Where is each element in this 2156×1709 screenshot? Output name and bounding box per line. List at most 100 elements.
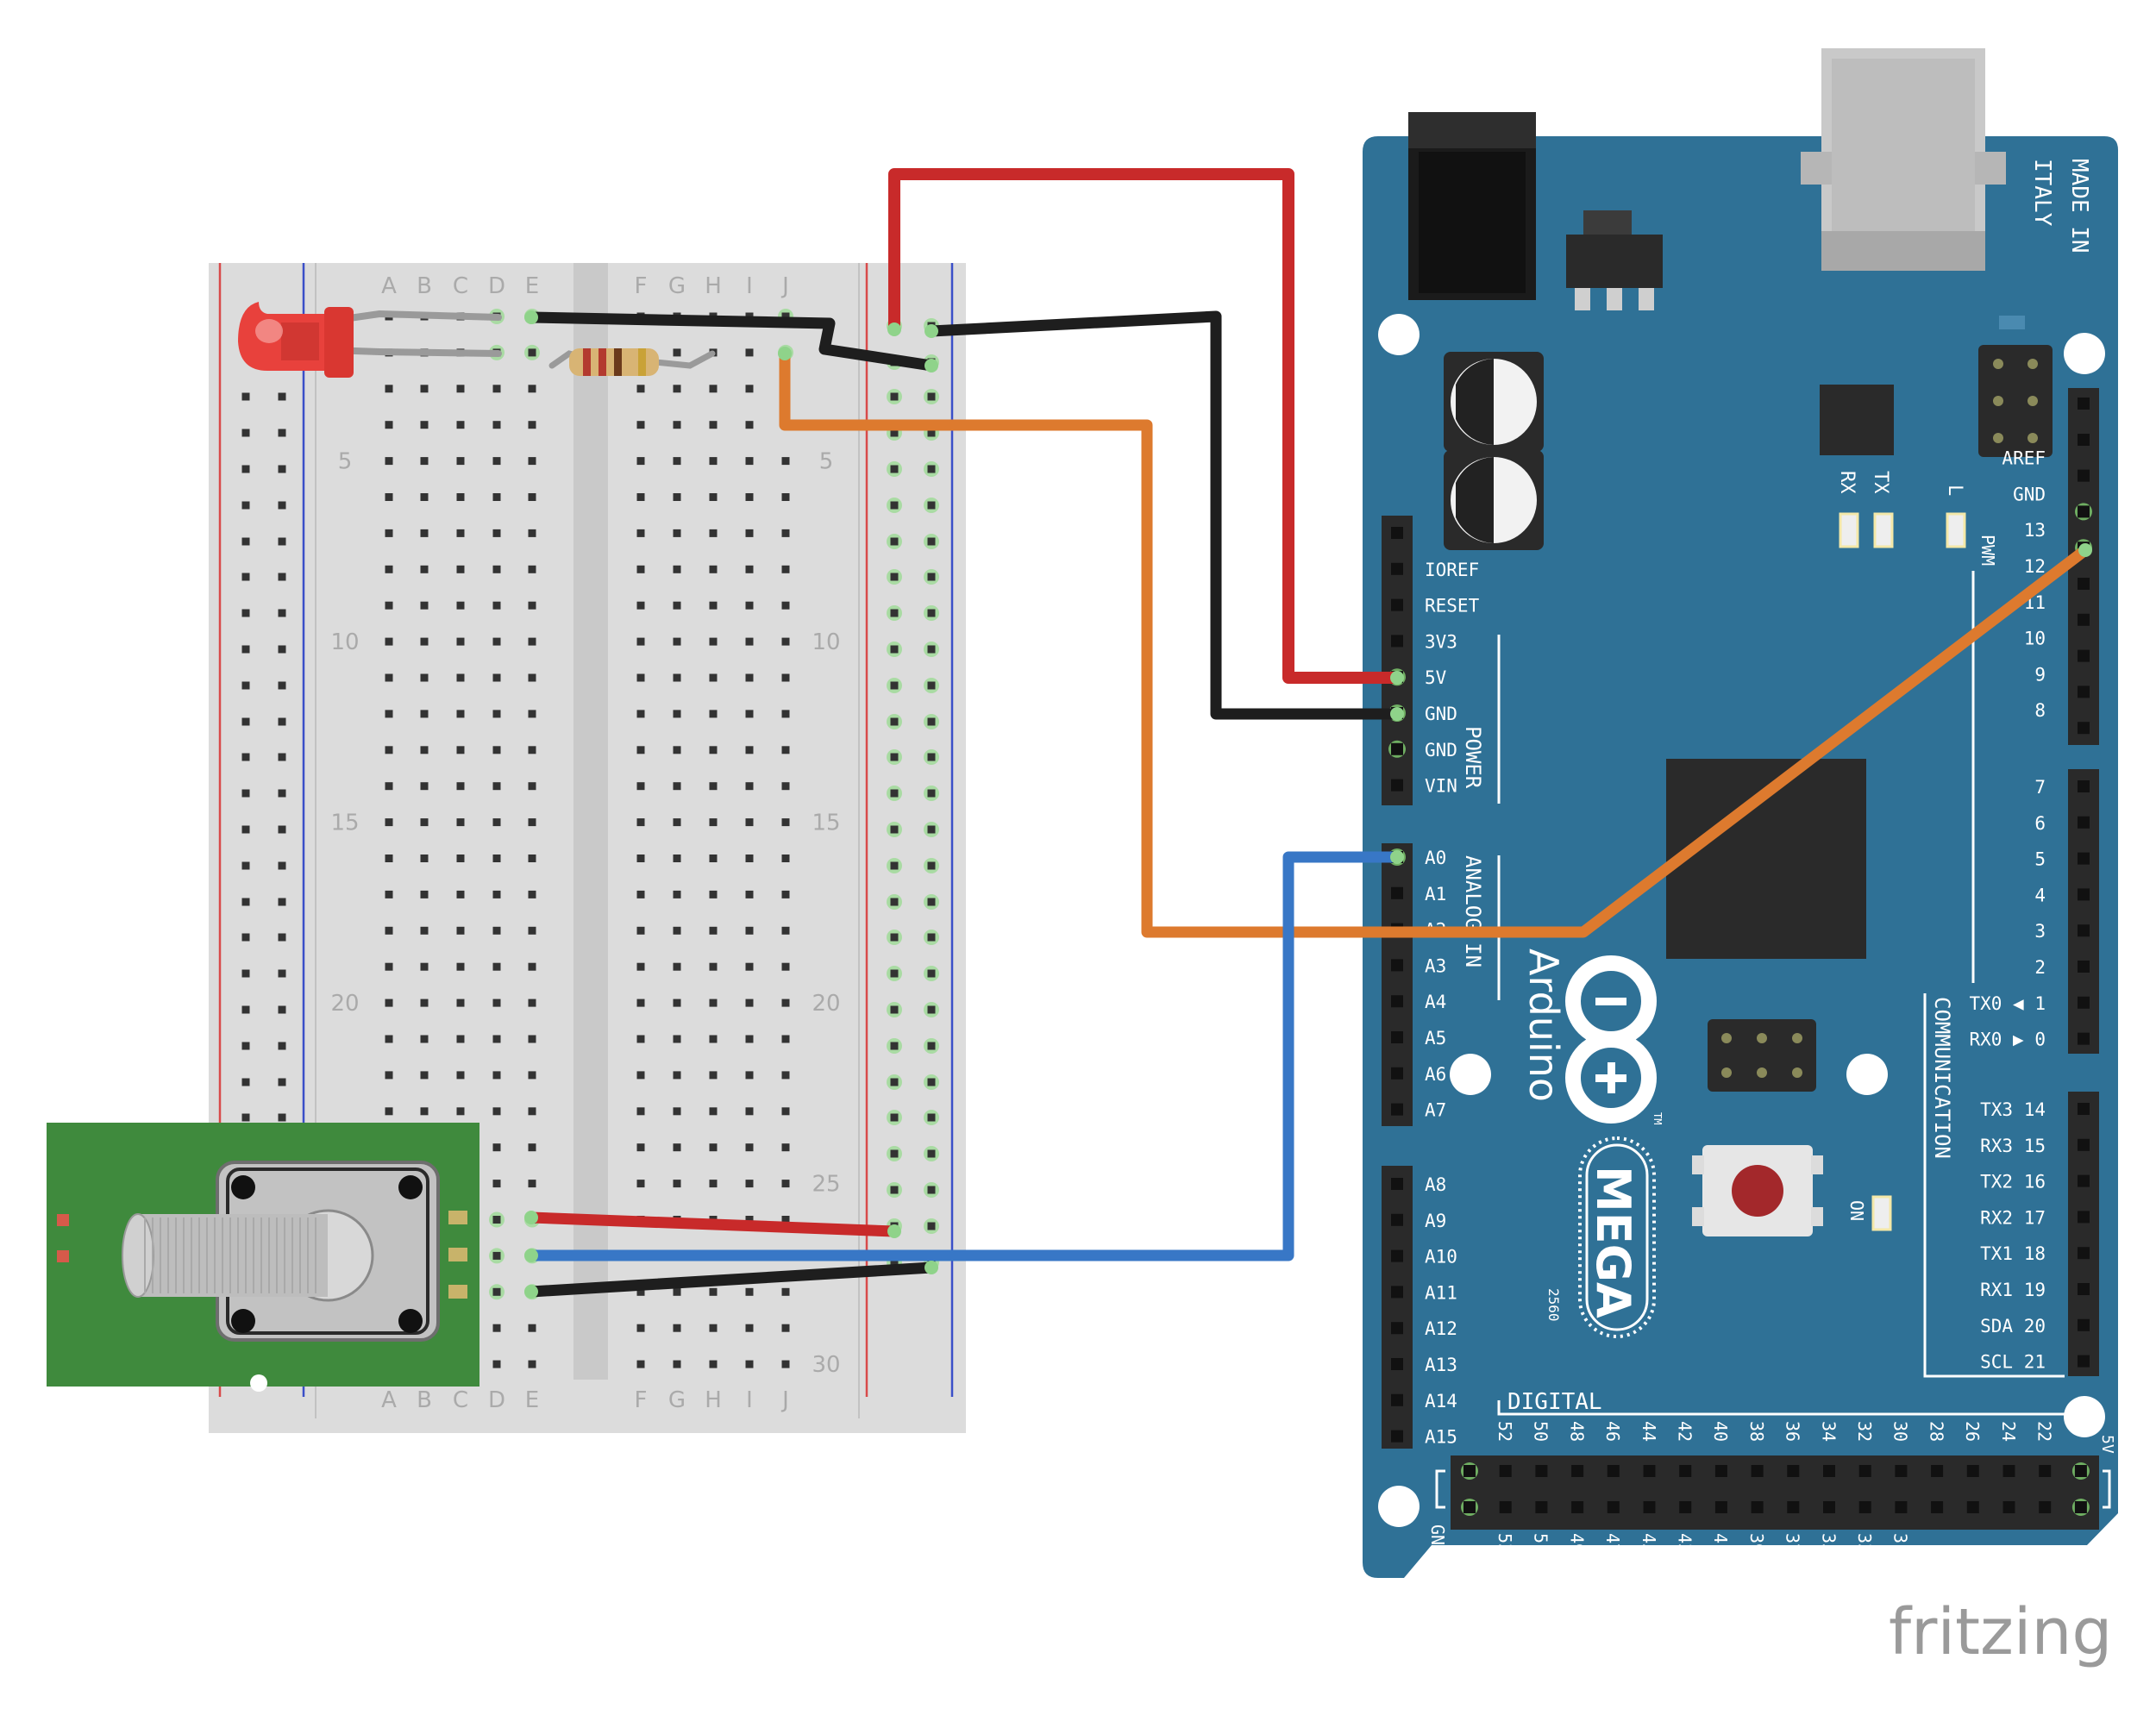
capacitor <box>1444 450 1544 550</box>
arduino-pin-labels: IOREFRESET3V35VGNDGNDVINA0A1A2A3A4A5A6A7… <box>1425 448 2055 1554</box>
breadboard-hole <box>781 312 790 321</box>
breadboard-hole <box>492 1107 501 1116</box>
digital-pin-label: 39 <box>1746 1533 1767 1554</box>
breadboard-hole <box>709 782 718 791</box>
encoder-screw <box>231 1175 255 1199</box>
v5-bottom-label: 5V <box>2098 1435 2116 1454</box>
header-pin <box>1823 1501 1835 1513</box>
breadboard-hole <box>420 998 429 1007</box>
header-pin <box>2078 1283 2090 1295</box>
breadboard-hole <box>709 601 718 610</box>
breadboard-hole <box>781 673 790 682</box>
digital-pin-label: 50 <box>1531 1421 1551 1442</box>
header-pin <box>1391 959 1403 972</box>
breadboard-hole <box>745 637 754 646</box>
header-pin <box>1787 1465 1800 1477</box>
breadboard-hole <box>745 962 754 971</box>
breadboard-hole <box>492 962 501 971</box>
rail-hole <box>890 1113 899 1122</box>
breadboard-hole <box>492 601 501 610</box>
header-pin <box>1858 1465 1871 1477</box>
rail-hole <box>890 969 899 978</box>
header-pin <box>2078 1032 2090 1045</box>
breadboard-row-number: 20 <box>812 991 840 1017</box>
reset-button[interactable] <box>1692 1145 1823 1236</box>
rail-hole <box>890 789 899 798</box>
breadboard-hole <box>709 565 718 573</box>
pin-label: A15 <box>1425 1427 1457 1448</box>
breadboard-hole <box>636 746 645 754</box>
breadboard-hole <box>385 890 393 898</box>
breadboard-hole <box>781 1360 790 1368</box>
rail-hole <box>890 898 899 906</box>
breadboard-hole <box>745 529 754 537</box>
on-label: ON <box>1846 1200 1867 1221</box>
breadboard-hole <box>636 493 645 501</box>
rail-hole <box>890 1005 899 1014</box>
pin-label: RX0 ▶ 0 <box>1969 1030 2046 1050</box>
pin-label: A4 <box>1425 992 1446 1012</box>
rail-hole <box>927 537 936 546</box>
breadboard-hole <box>745 1216 754 1224</box>
pin-label: 12 <box>2024 556 2046 577</box>
digital-pin-label: 45 <box>1639 1533 1659 1554</box>
breadboard-hole <box>745 854 754 862</box>
breadboard-hole <box>492 782 501 791</box>
mega-badge-outline <box>1578 1136 1656 1338</box>
pin-label: 4 <box>2034 885 2046 905</box>
mega-badge-inner <box>1585 1143 1649 1331</box>
mounting-hole <box>1846 1054 1888 1095</box>
header-pin <box>2078 780 2090 792</box>
breadboard-hole <box>385 818 393 827</box>
rail-hole <box>890 825 899 834</box>
header-pin <box>2078 1318 2090 1331</box>
breadboard-hole <box>781 1216 790 1224</box>
pin-label: RX2 17 <box>1980 1207 2046 1228</box>
breadboard-hole <box>385 565 393 573</box>
analog-header-a <box>1382 843 1413 1126</box>
breadboard-hole <box>385 926 393 935</box>
breadboard-hole <box>673 673 681 682</box>
breadboard-hole <box>673 421 681 429</box>
digital-pin-label: 44 <box>1639 1421 1659 1442</box>
breadboard-hole <box>636 818 645 827</box>
breadboard-hole <box>456 1035 465 1043</box>
pin-label: AREF <box>2002 448 2046 469</box>
breadboard-hole <box>385 962 393 971</box>
breadboard-hole <box>709 385 718 393</box>
breadboard-hole <box>420 1107 429 1116</box>
header-pin <box>1391 1031 1403 1043</box>
arduino-brand-label: Arduino <box>1520 948 1567 1102</box>
rail-hole <box>278 429 286 437</box>
pin-label: 6 <box>2034 813 2046 834</box>
header-pin <box>1571 1465 1584 1477</box>
breadboard-hole <box>456 601 465 610</box>
breadboard-hole <box>456 493 465 501</box>
breadboard-hole <box>781 1287 790 1296</box>
breadboard-hole <box>492 1180 501 1188</box>
rail-hole <box>927 933 936 942</box>
breadboard-hole <box>745 746 754 754</box>
breadboard-column-letter: A <box>381 1387 397 1413</box>
rail-hole <box>927 969 936 978</box>
breadboard-hole <box>636 890 645 898</box>
breadboard-row-number: 10 <box>812 629 840 655</box>
breadboard-hole <box>636 1180 645 1188</box>
breadboard-hole <box>420 673 429 682</box>
rail-hole <box>241 1005 250 1014</box>
header-pin <box>1391 1286 1403 1299</box>
breadboard-hole <box>781 926 790 935</box>
rail-hole <box>927 789 936 798</box>
rail-hole <box>241 392 250 401</box>
digital-label: DIGITAL <box>1507 1389 1602 1415</box>
usb-interface-chip <box>1820 385 1894 455</box>
digital-pin-label: 30 <box>1890 1421 1911 1442</box>
rail-hole <box>278 717 286 726</box>
rail-hole <box>278 1078 286 1086</box>
breadboard-hole <box>492 926 501 935</box>
breadboard-hole <box>528 637 536 646</box>
rail-hole <box>927 501 936 510</box>
breadboard-hole <box>673 1287 681 1296</box>
breadboard-hole <box>673 1071 681 1080</box>
header-pin <box>2078 1247 2090 1260</box>
